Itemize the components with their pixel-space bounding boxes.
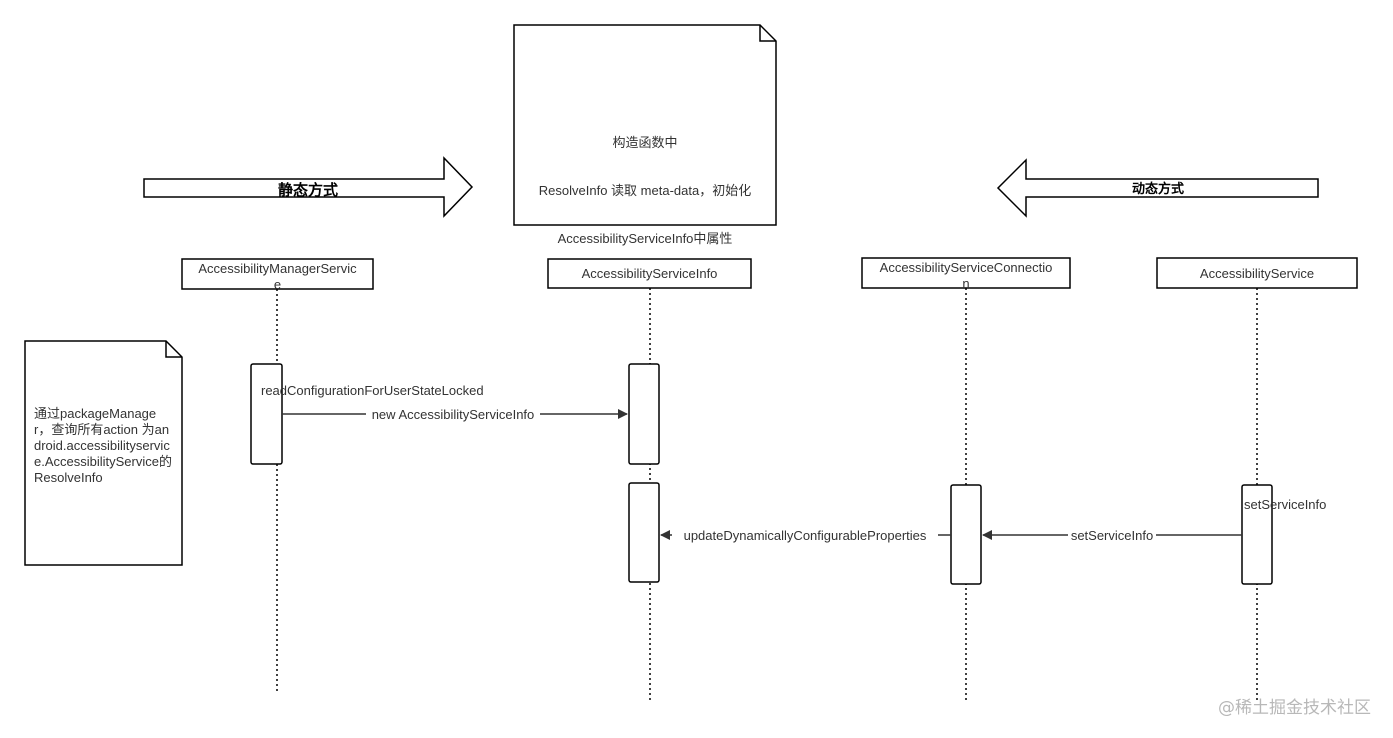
message-label-new-info: new AccessibilityServiceInfo (372, 407, 535, 422)
label-bg-update-dynamic (672, 527, 938, 543)
lifeline-box-asi (547, 258, 752, 289)
static-arrow-label: 静态方式 (278, 181, 338, 199)
top-note-fold (759, 25, 776, 42)
left-note-shape (24, 340, 183, 566)
message-label-set-service-info: setServiceInfo (1071, 528, 1153, 543)
lifeline-box-as (1156, 257, 1358, 289)
top-note-line-3: AccessibilityServiceInfo中属性 (557, 231, 733, 246)
message-label-set-service-info-self: setServiceInfo (1244, 497, 1326, 512)
lifeline-label-asc: AccessibilityServiceConnectio n (879, 260, 1053, 291)
static-arrow (143, 156, 474, 218)
left-note-text: 通过packageManager，查询所有action 为android.acc… (34, 406, 172, 485)
top-note-shape (513, 24, 777, 226)
activation-ams (250, 363, 283, 465)
activation-asi-2 (628, 482, 660, 583)
message-label-read-config: readConfigurationForUserStateLocked (261, 383, 484, 398)
lifeline-box-ams (181, 258, 374, 290)
activation-asc (950, 484, 982, 585)
top-note-line-2: ResolveInfo 读取 meta-data，初始化 (538, 183, 752, 198)
lifeline-label-asi: AccessibilityServiceInfo (581, 266, 718, 281)
watermark: @稀土掘金技术社区 (1218, 698, 1371, 718)
message-label-update-dynamic: updateDynamicallyConfigurableProperties (684, 528, 927, 543)
top-note-text: 构造函数中 ResolveInfo 读取 meta-data，初始化 Acces… (514, 103, 776, 279)
lifeline-label-as: AccessibilityService (1199, 266, 1315, 281)
top-note-line-1: 构造函数中 (612, 135, 678, 150)
label-bg-new-info (366, 406, 540, 422)
dynamic-arrow-label: 动态方式 (1132, 181, 1184, 197)
lifeline-label-ams: AccessibilityManagerServic e (198, 261, 357, 292)
dynamic-arrow (996, 158, 1319, 218)
label-bg-set-service-info (1068, 527, 1156, 543)
activation-asi-1 (628, 363, 660, 465)
left-note-fold (165, 341, 182, 358)
